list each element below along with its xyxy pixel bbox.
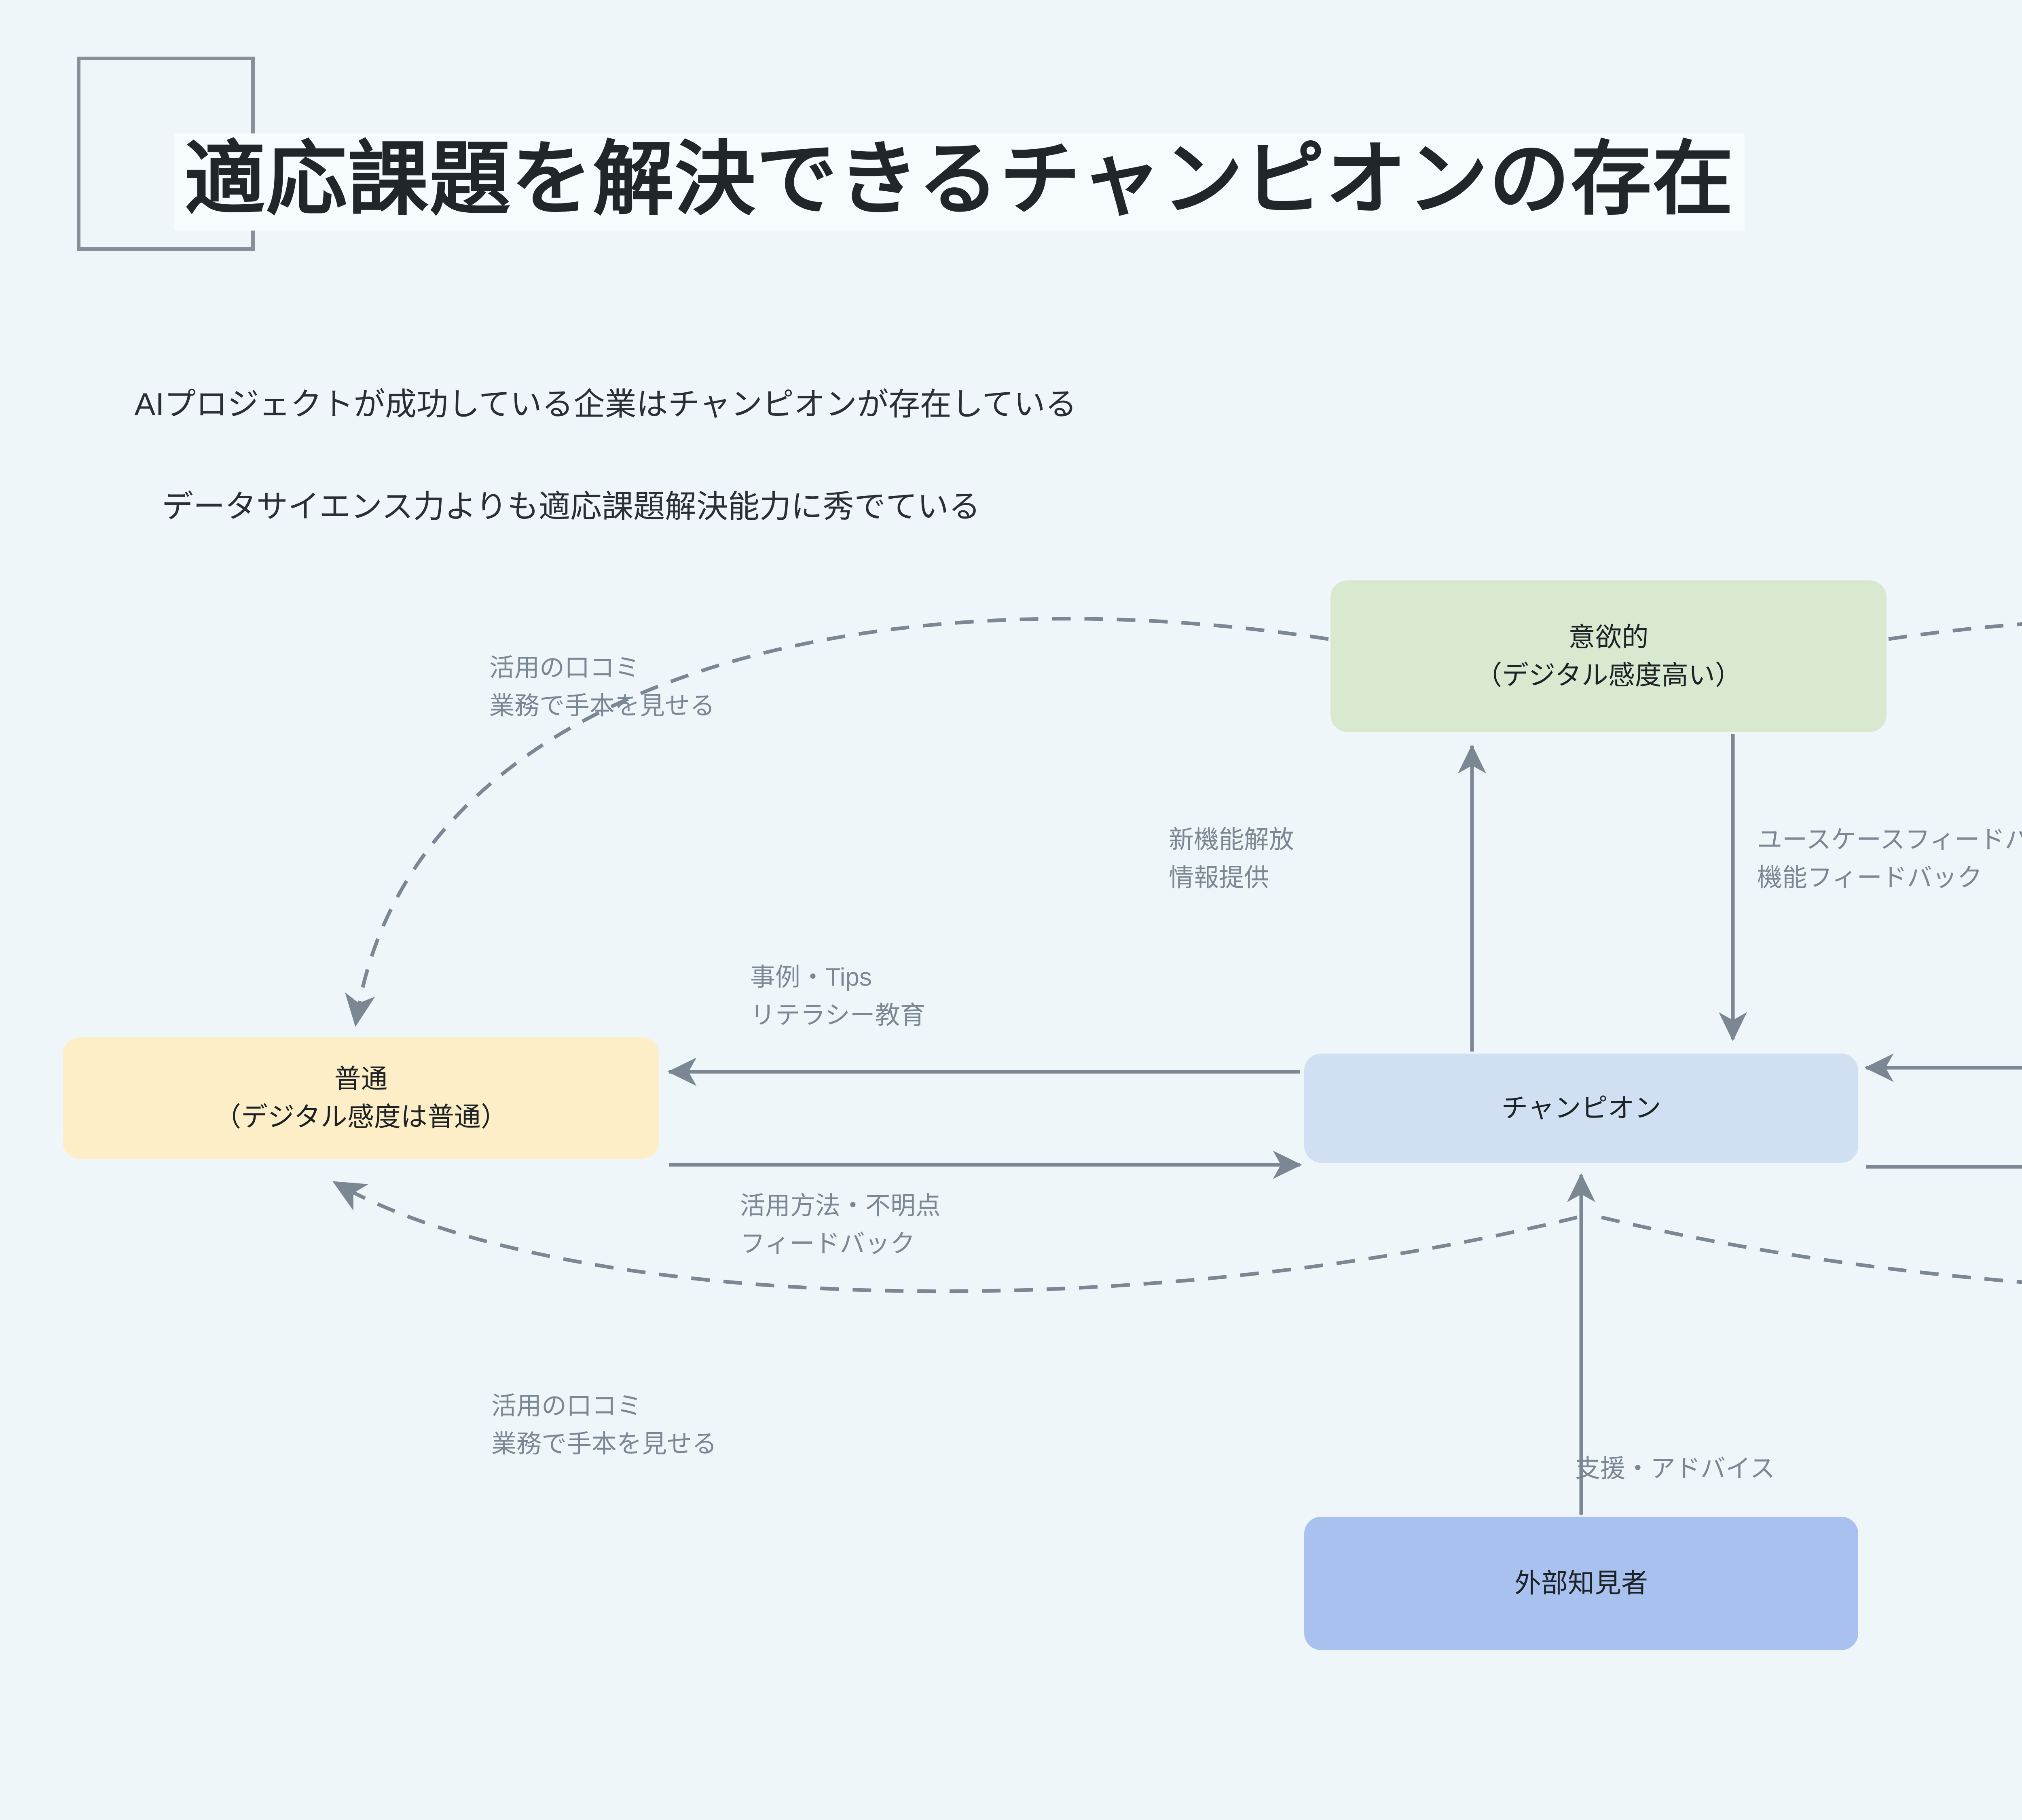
edge-label-center-down: ユースケースフィードバック 機能フィードバック (1757, 826, 2022, 892)
edge-label-mid-left-upper: 事例・Tips リテラシー教育 (750, 963, 925, 1030)
page-title: 適応課題を解決できるチャンピオンの存在 (174, 133, 1745, 231)
node-motivated[interactable]: 意欲的 （デジタル感度高い） (1330, 580, 1887, 732)
edge-label-center-up: 新機能解放 情報提供 (1169, 826, 1294, 892)
edge-dashed-bottom-to-lowmotiv (1601, 1215, 2022, 1284)
edge-label-top-left: 活用の口コミ 業務で手本を見せる (489, 654, 715, 720)
edge-label-bottom-center: 支援・アドバイス (1575, 1455, 1775, 1483)
edge-label-bottom-left: 活用の口コミ 業務で手本を見せる (491, 1392, 717, 1458)
node-champion[interactable]: チャンピオン (1304, 1054, 1858, 1163)
node-normal[interactable]: 普通 （デジタル感度は普通） (63, 1037, 659, 1159)
edge-dashed-bottom-to-normal (332, 1181, 1578, 1293)
subtitle-line-2: データサイエンス力よりも適応課題解決能力に秀でている (162, 489, 981, 525)
node-external-advisor[interactable]: 外部知見者 (1304, 1517, 1858, 1650)
subtitle-line-1: AIプロジェクトが成功している企業はチャンピオンが存在している (134, 386, 1077, 422)
edge-label-mid-left-lower: 活用方法・不明点 フィードバック (740, 1192, 941, 1258)
page-subtitle: AIプロジェクトが成功している企業はチャンピオンが存在している データサイエンス… (101, 328, 1077, 634)
edge-dashed-motivated-to-normal (345, 617, 1329, 1027)
